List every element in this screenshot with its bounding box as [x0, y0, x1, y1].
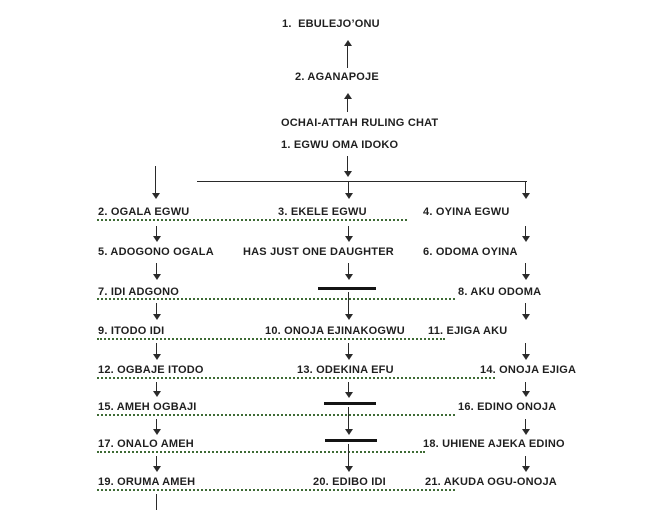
- person-ekele-egwu: 3. EKELE EGWU: [278, 206, 367, 218]
- person-ebulejoonu: 1. EBULEJO’ONU: [282, 18, 380, 30]
- arrow-down-icon: [521, 343, 530, 360]
- arrow-down-icon: [521, 419, 530, 435]
- dotted-row-line: [97, 451, 425, 453]
- arrow-down-icon: [343, 156, 352, 177]
- dotted-row-line: [97, 298, 455, 300]
- dotted-row-line: [97, 338, 445, 340]
- arrow-down-icon: [521, 382, 530, 397]
- person-aku-odoma: 8. AKU ODOMA: [458, 286, 542, 298]
- person-uhiene-ajeka-edino: 18. UHIENE AJEKA EDINO: [423, 438, 565, 450]
- dotted-row-line: [97, 377, 495, 379]
- person-onoja-ejiga: 14. ONOJA EJIGA: [480, 364, 577, 376]
- arrow-down-icon: [344, 263, 353, 280]
- person-ejiga-aku: 11. EJIGA AKU: [428, 325, 508, 337]
- person-akuda-ogu-onoja: 21. AKUDA OGU-ONOJA: [425, 476, 557, 488]
- arrow-down-icon: [521, 226, 530, 242]
- person-idi-adgono: 7. IDI ADGONO: [98, 286, 180, 298]
- arrow-down-icon: [152, 303, 161, 320]
- arrow-down-icon: [152, 226, 161, 242]
- arrow-down-icon: [521, 303, 530, 320]
- person-ameh-ogbaji: 15. AMEH OGBAJI: [98, 401, 197, 413]
- descent-line: [156, 494, 157, 510]
- arrow-down-icon: [344, 226, 353, 242]
- person-adogono-ogala: 5. ADOGONO OGALA: [98, 246, 214, 258]
- person-odoma-oyina: 6. ODOMA OYINA: [423, 246, 518, 258]
- arrow-down-icon: [152, 419, 161, 435]
- branch-hline: [197, 181, 527, 182]
- arrow-down-icon: [344, 181, 353, 199]
- note-one-daughter: HAS JUST ONE DAUGHTER: [243, 246, 394, 258]
- arrow-down-icon: [151, 166, 160, 199]
- person-itodo-idi: 9. ITODO IDI: [98, 325, 165, 337]
- arrow-down-icon: [344, 292, 353, 320]
- person-oyina-egwu: 4. OYINA EGWU: [423, 206, 510, 218]
- chart-title: OCHAI-ATTAH RULING CHAT: [281, 117, 439, 129]
- arrow-down-icon: [344, 444, 353, 472]
- person-edino-onoja: 16. EDINO ONOJA: [458, 401, 557, 413]
- arrow-up-icon: [343, 93, 352, 112]
- person-edibo-idi: 20. EDIBO IDI: [313, 476, 386, 488]
- arrow-down-icon: [344, 343, 353, 360]
- arrow-down-icon: [344, 407, 353, 435]
- arrow-down-icon: [152, 456, 161, 472]
- dotted-row-line: [97, 219, 407, 221]
- arrow-down-icon: [152, 382, 161, 397]
- arrow-up-icon: [343, 40, 352, 68]
- person-oruma-ameh: 19. ORUMA AMEH: [98, 476, 196, 488]
- person-aganapoje: 2. AGANAPOJE: [295, 71, 379, 83]
- arrow-down-icon: [521, 181, 530, 199]
- dotted-row-line: [97, 489, 455, 491]
- person-onalo-ameh: 17. ONALO AMEH: [98, 438, 194, 450]
- arrow-down-icon: [152, 263, 161, 280]
- person-ogala-egwu: 2. OGALA EGWU: [98, 206, 190, 218]
- person-ogbaje-itodo: 12. OGBAJE ITODO: [98, 364, 204, 376]
- arrow-down-icon: [344, 382, 353, 398]
- dotted-row-line: [97, 414, 455, 416]
- arrow-down-icon: [521, 263, 530, 280]
- person-odekina-efu: 13. ODEKINA EFU: [297, 364, 394, 376]
- person-egwu-oma-idoko: 1. EGWU OMA IDOKO: [281, 139, 399, 151]
- arrow-down-icon: [521, 456, 530, 472]
- divider-bar: [325, 439, 377, 442]
- person-onoja-ejinakogwu: 10. ONOJA EJINAKOGWU: [265, 325, 405, 337]
- arrow-down-icon: [152, 343, 161, 360]
- divider-bar: [318, 287, 376, 290]
- divider-bar: [324, 402, 376, 405]
